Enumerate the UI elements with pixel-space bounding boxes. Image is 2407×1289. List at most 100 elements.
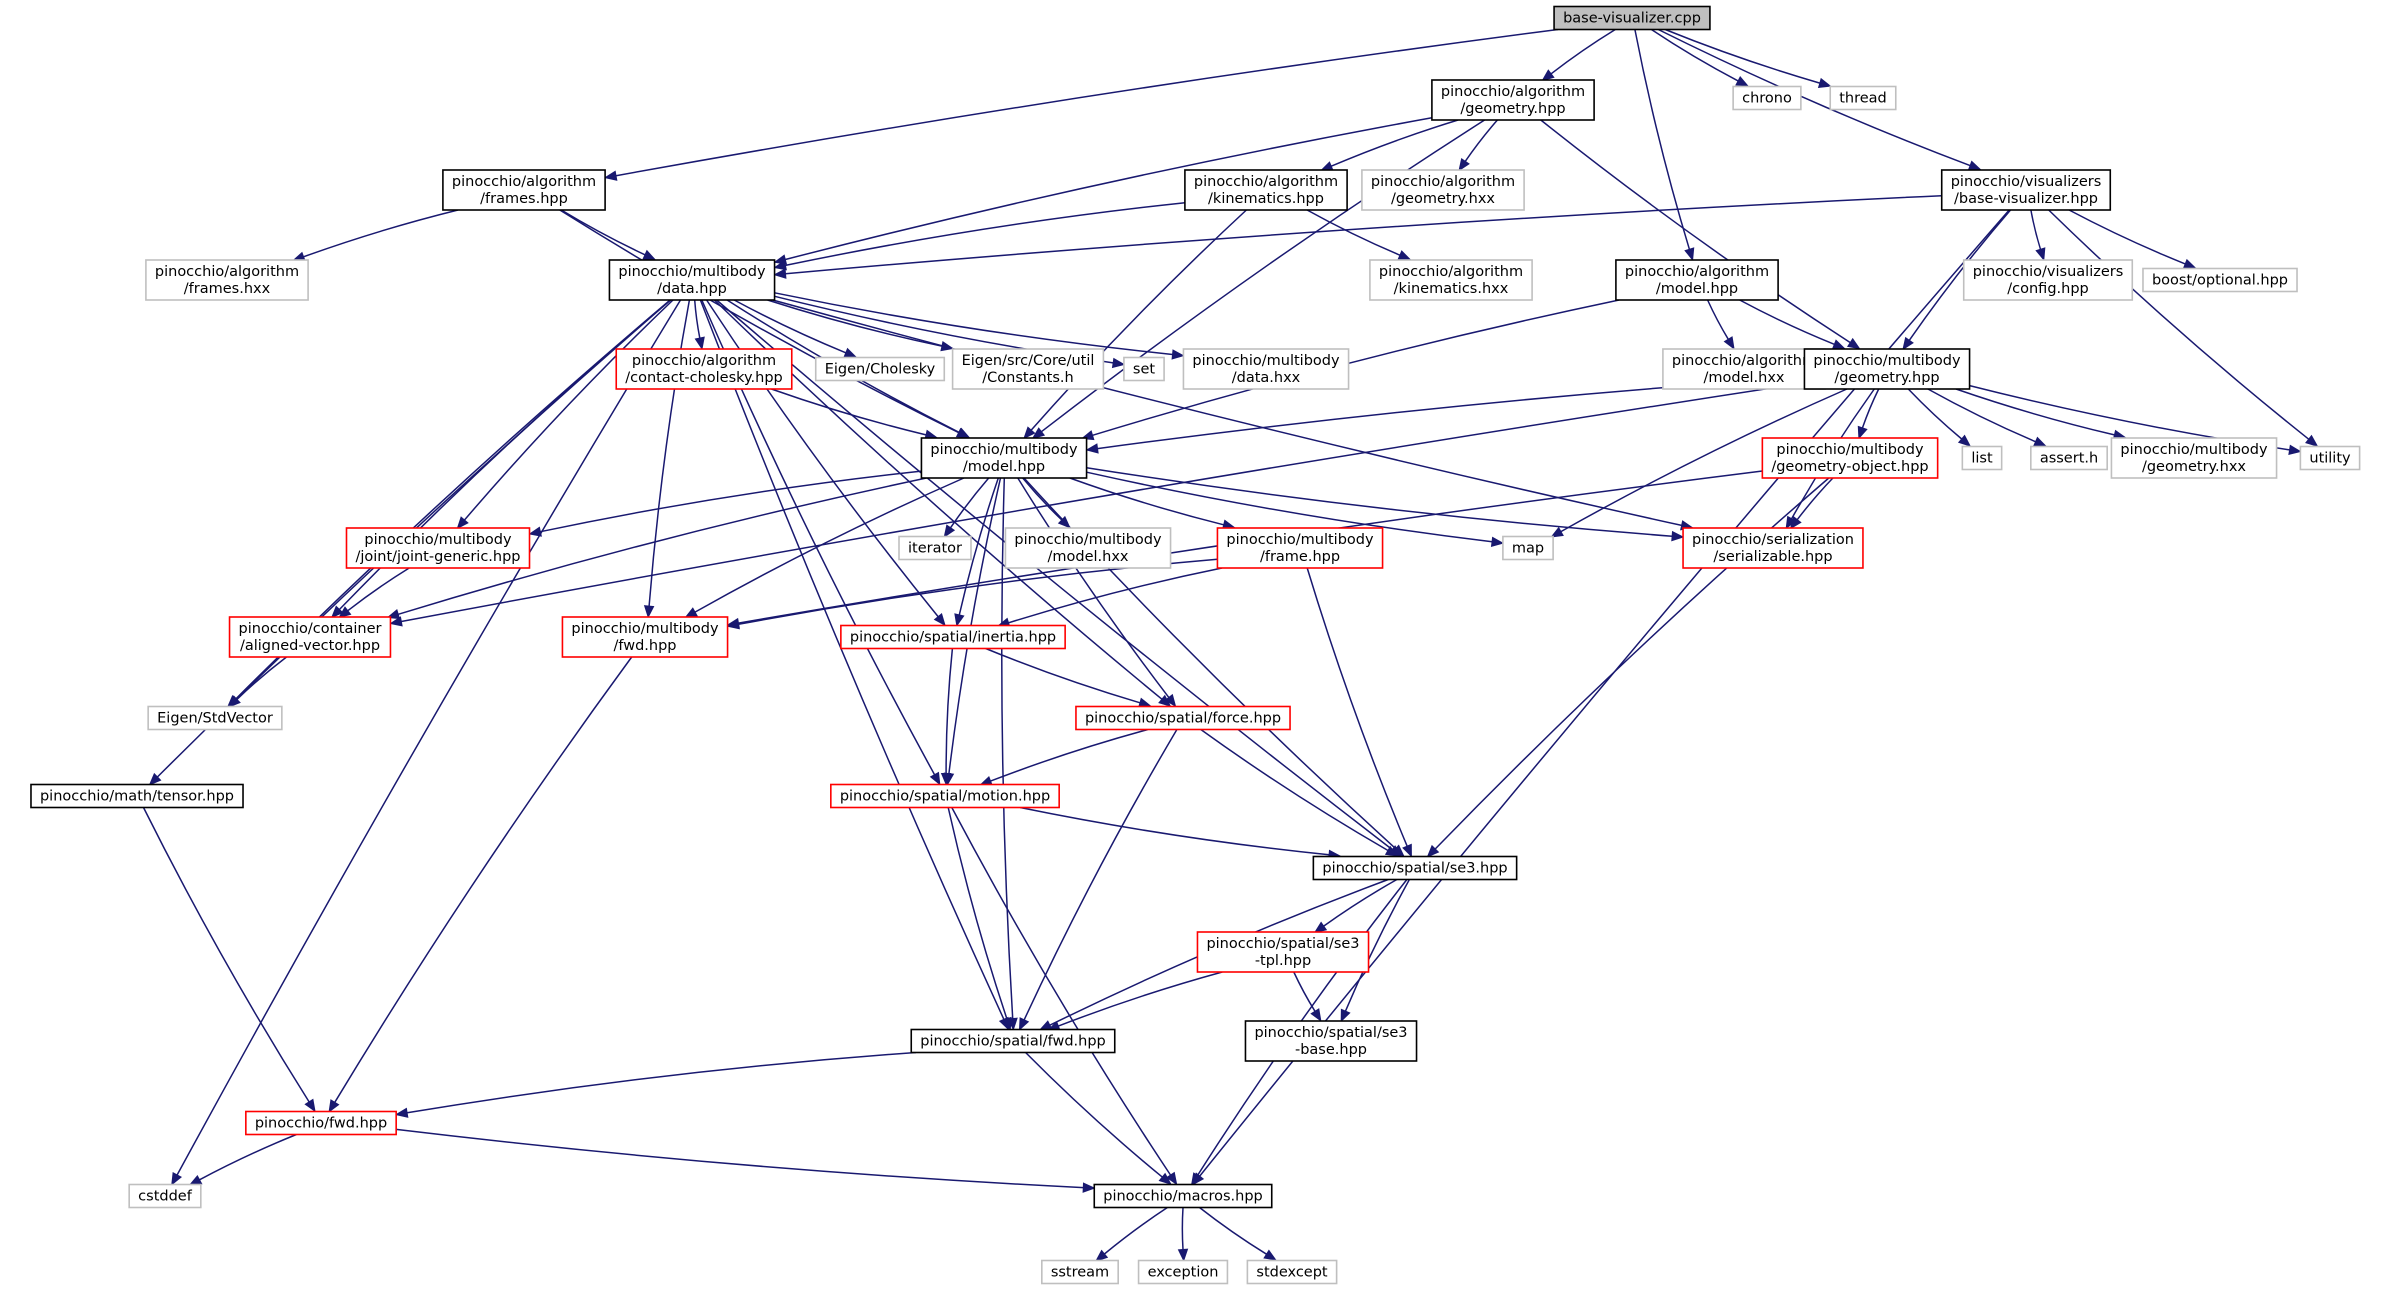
edge-line bbox=[1306, 209, 1401, 256]
node-boost-opt[interactable]: boost/optional.hpp bbox=[2142, 267, 2298, 293]
node-sp-inertia[interactable]: pinocchio/spatial/inertia.hpp bbox=[840, 624, 1066, 650]
arrowhead bbox=[1001, 1016, 1012, 1031]
node-assert[interactable]: assert.h bbox=[2030, 445, 2108, 471]
node-mb-fwd[interactable]: pinocchio/multibody/fwd.hpp bbox=[561, 616, 729, 658]
node-cstddef[interactable]: cstddef bbox=[128, 1183, 202, 1209]
node-stdexcept[interactable]: stdexcept bbox=[1246, 1259, 1338, 1285]
edge-line bbox=[1293, 971, 1316, 1012]
arrowhead bbox=[1340, 1008, 1351, 1023]
node-serializable[interactable]: pinocchio/serialization/serializable.hpp bbox=[1682, 527, 1864, 569]
edge-mb-fwd-to-fwd bbox=[328, 656, 633, 1113]
node-exception[interactable]: exception bbox=[1137, 1259, 1229, 1285]
edge-line bbox=[540, 470, 922, 533]
edge-aligned-vec-to-eigen-stdvec bbox=[227, 656, 287, 708]
arrowhead bbox=[1313, 921, 1328, 934]
node-label-line: /frames.hpp bbox=[480, 191, 568, 207]
arrowhead bbox=[943, 524, 956, 538]
node-aligned-vec[interactable]: pinocchio/container/aligned-vector.hpp bbox=[228, 616, 392, 658]
node-alg-geom[interactable]: pinocchio/algorithm/geometry.hpp bbox=[1431, 79, 1595, 121]
node-mb-data[interactable]: pinocchio/multibody/data.hpp bbox=[608, 259, 776, 301]
node-eigen-const[interactable]: Eigen/src/Core/util/Constants.h bbox=[951, 348, 1105, 390]
node-joint-generic[interactable]: pinocchio/multibody/joint/joint-generic.… bbox=[345, 527, 531, 569]
node-set[interactable]: set bbox=[1123, 356, 1165, 382]
node-fwd[interactable]: pinocchio/fwd.hpp bbox=[245, 1110, 397, 1136]
edge-mb-data-to-cstddef bbox=[171, 299, 682, 1186]
node-label-line: /config.hpp bbox=[2007, 281, 2088, 297]
node-label-line: pinocchio/algorithm bbox=[1194, 174, 1338, 190]
edge-line bbox=[958, 477, 1000, 616]
node-vis-config[interactable]: pinocchio/visualizers/config.hpp bbox=[1962, 259, 2134, 301]
arrowhead bbox=[1190, 1172, 1203, 1186]
node-eigen-stdvec[interactable]: Eigen/StdVector bbox=[147, 705, 283, 731]
node-label-line: /data.hxx bbox=[1232, 370, 1301, 386]
edge-mb-model-to-serializable bbox=[1086, 466, 1685, 542]
edge-line bbox=[949, 477, 990, 529]
node-mb-frame[interactable]: pinocchio/multibody/frame.hpp bbox=[1216, 527, 1384, 569]
node-box bbox=[830, 783, 1060, 809]
node-thread[interactable]: thread bbox=[1829, 85, 1897, 111]
node-alg-geom-hxx[interactable]: pinocchio/algorithm/geometry.hxx bbox=[1361, 169, 1525, 211]
node-vis-base[interactable]: pinocchio/visualizers/base-visualizer.hp… bbox=[1940, 169, 2112, 211]
node-label-line: /geometry.hpp bbox=[1834, 370, 1939, 386]
node-list[interactable]: list bbox=[1961, 445, 2003, 471]
edge-line bbox=[1560, 388, 1848, 533]
node-alg-kin[interactable]: pinocchio/algorithm/kinematics.hpp bbox=[1184, 169, 1348, 211]
arrowhead bbox=[1177, 1248, 1189, 1262]
node-root[interactable]: base-visualizer.cpp bbox=[1553, 5, 1711, 31]
node-label-line: /data.hpp bbox=[657, 281, 727, 297]
edge-sp-se3-tpl-to-sp-fwd bbox=[1046, 971, 1223, 1031]
edge-alg-frames-to-mb-data bbox=[560, 209, 657, 261]
arrowhead bbox=[603, 170, 618, 181]
node-geom-obj[interactable]: pinocchio/multibody/geometry-object.hpp bbox=[1761, 437, 1939, 479]
node-geom-hxx[interactable]: pinocchio/multibody/geometry.hxx bbox=[2110, 437, 2278, 479]
node-sp-force[interactable]: pinocchio/spatial/force.hpp bbox=[1075, 705, 1291, 731]
node-model-hxx-alg[interactable]: pinocchio/algorithm/model.hxx bbox=[1662, 348, 1826, 390]
node-box bbox=[2142, 267, 2298, 293]
edge-mb-model-to-joint-generic bbox=[528, 470, 922, 537]
node-mb-geom[interactable]: pinocchio/multibody/geometry.hpp bbox=[1803, 348, 1971, 390]
node-data-hxx[interactable]: pinocchio/multibody/data.hxx bbox=[1182, 348, 1350, 390]
node-alg-model[interactable]: pinocchio/algorithm/model.hpp bbox=[1615, 259, 1779, 301]
arrowhead bbox=[1384, 845, 1399, 857]
node-map[interactable]: map bbox=[1502, 535, 1554, 561]
arrowhead bbox=[1263, 1249, 1277, 1261]
node-macros[interactable]: pinocchio/macros.hpp bbox=[1093, 1183, 1273, 1209]
arrowhead bbox=[148, 772, 162, 786]
node-sp-se3-base[interactable]: pinocchio/spatial/se3-base.hpp bbox=[1244, 1020, 1418, 1062]
node-chrono[interactable]: chrono bbox=[1732, 85, 1802, 111]
arrowhead bbox=[1111, 357, 1126, 369]
node-sstream[interactable]: sstream bbox=[1041, 1259, 1119, 1285]
node-sp-motion[interactable]: pinocchio/spatial/motion.hpp bbox=[830, 783, 1060, 809]
node-box bbox=[345, 527, 531, 569]
node-sp-se3[interactable]: pinocchio/spatial/se3.hpp bbox=[1312, 855, 1518, 881]
node-label-line: /aligned-vector.hpp bbox=[240, 638, 380, 654]
edge-mb-geom-to-assert bbox=[1927, 388, 2047, 447]
node-eigen-chol[interactable]: Eigen/Cholesky bbox=[814, 356, 946, 382]
arrowhead bbox=[773, 260, 787, 271]
node-label-line: pinocchio/multibody bbox=[1776, 442, 1924, 458]
node-box bbox=[1829, 85, 1897, 111]
arrowhead bbox=[956, 427, 971, 439]
node-label-line: /Constants.h bbox=[982, 370, 1073, 386]
node-label-line: /model.hpp bbox=[1656, 281, 1738, 297]
node-contact-chol[interactable]: pinocchio/algorithm/contact-cholesky.hpp bbox=[615, 348, 793, 390]
node-frames-hxx[interactable]: pinocchio/algorithm/frames.hxx bbox=[145, 259, 309, 301]
node-sp-fwd[interactable]: pinocchio/spatial/fwd.hpp bbox=[910, 1028, 1116, 1054]
node-mb-model-hxx[interactable]: pinocchio/multibody/model.hxx bbox=[1004, 527, 1172, 569]
edge-line bbox=[1103, 1206, 1168, 1255]
node-kin-hxx[interactable]: pinocchio/algorithm/kinematics.hxx bbox=[1369, 259, 1533, 301]
edge-line bbox=[1664, 28, 1821, 84]
node-alg-frames[interactable]: pinocchio/algorithm/frames.hpp bbox=[442, 169, 606, 211]
node-label-line: /geometry.hpp bbox=[1460, 101, 1565, 117]
node-sp-se3-tpl[interactable]: pinocchio/spatial/se3-tpl.hpp bbox=[1196, 931, 1370, 973]
node-utility[interactable]: utility bbox=[2299, 445, 2361, 471]
edge-line bbox=[767, 299, 943, 347]
node-mb-model[interactable]: pinocchio/multibody/model.hpp bbox=[920, 437, 1088, 479]
edge-alg-kin-to-mb-data bbox=[773, 201, 1185, 271]
arrowhead bbox=[1023, 426, 1036, 440]
node-iterator[interactable]: iterator bbox=[898, 535, 972, 561]
node-label-line: /geometry.hxx bbox=[2142, 459, 2246, 475]
node-math-tensor[interactable]: pinocchio/math/tensor.hpp bbox=[30, 783, 244, 809]
arrowhead bbox=[330, 605, 344, 619]
